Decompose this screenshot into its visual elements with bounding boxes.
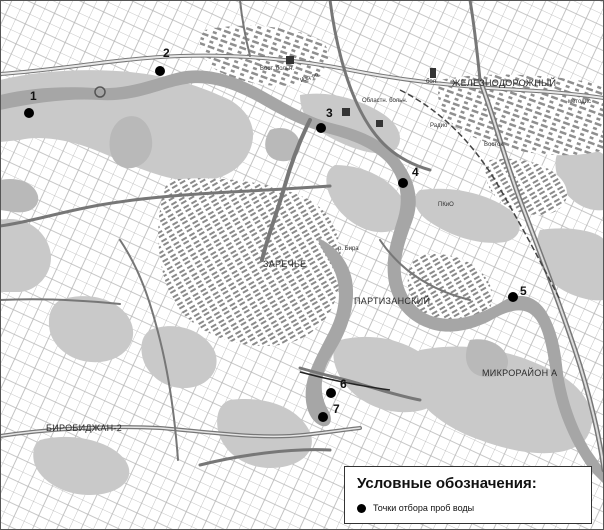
sample-point-4-label: 4 xyxy=(412,165,419,179)
label-vost-bolnica: Вост. больн. xyxy=(260,66,295,72)
district-label-zarechye: ЗАРЕЧЬЕ xyxy=(263,259,307,269)
sample-point-7-label: 7 xyxy=(333,402,340,416)
sample-point-3-label: 3 xyxy=(326,106,333,120)
sample-point-6-label: 6 xyxy=(340,377,347,391)
sample-point-1-label: 1 xyxy=(30,89,37,103)
label-pkio: ПКиО xyxy=(438,202,454,208)
label-radio: Радио xyxy=(430,123,448,129)
urban-blocks xyxy=(158,25,604,346)
label-obl-boln: Областн. больн. xyxy=(362,98,408,104)
sample-point-6-marker[interactable] xyxy=(326,388,336,398)
sample-point-2-marker[interactable] xyxy=(155,66,165,76)
main-roads xyxy=(0,0,604,473)
railway xyxy=(299,89,561,391)
label-metod: методис xyxy=(568,99,592,105)
sample-point-4-marker[interactable] xyxy=(398,178,408,188)
sample-point-1-marker[interactable] xyxy=(24,108,34,118)
district-label-zheleznodorozhny: ЖЕЛЕЗНОДОРОЖНЫЙ xyxy=(452,78,557,88)
river xyxy=(0,70,604,485)
label-rajon: р. Бира xyxy=(338,246,359,252)
district-label-birobidzhan-2: БИРОБИДЖАН-2 xyxy=(46,423,123,433)
sample-point-7-marker[interactable] xyxy=(318,412,328,422)
sample-point-5-marker[interactable] xyxy=(508,292,518,302)
map-legend: Условные обозначения: Точки отбора проб … xyxy=(344,466,592,524)
legend-item-label: Точки отбора проб воды xyxy=(373,503,475,513)
legend-point-icon xyxy=(357,504,366,513)
label-bol: бол. xyxy=(426,79,438,85)
landmark-icons xyxy=(94,56,436,127)
legend-title: Условные обозначения: xyxy=(357,475,537,492)
district-label-partizansky: ПАРТИЗАНСКИЙ xyxy=(354,296,431,306)
sample-point-3-marker[interactable] xyxy=(316,123,326,133)
label-vostok: Восток xyxy=(484,142,503,148)
sample-point-2-label: 2 xyxy=(163,46,170,60)
district-label-mikrorayon: МИКРОРАЙОН А xyxy=(482,368,558,378)
sample-point-5-label: 5 xyxy=(520,284,527,298)
